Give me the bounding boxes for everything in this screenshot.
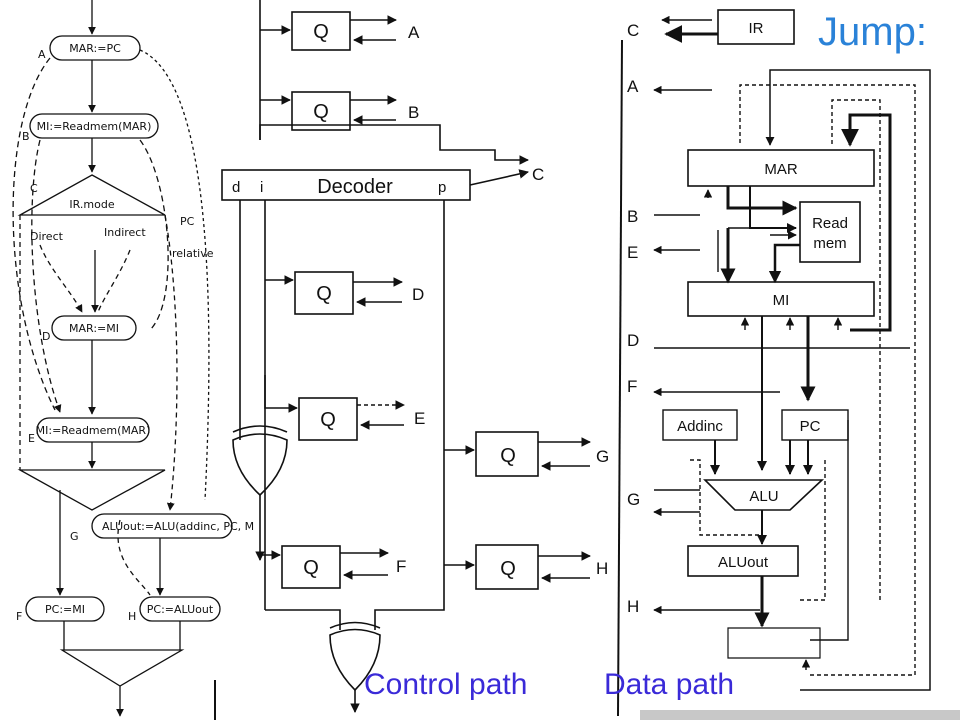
flipflop-a — [291, 11, 351, 51]
mi-text: MI — [773, 292, 790, 309]
read-mem-box — [799, 201, 861, 263]
flow-step-e-text: MI:=Readmem(MAR) — [36, 424, 151, 437]
signal-h: H — [627, 597, 639, 616]
flow-step-b-text: MI:=Readmem(MAR) — [37, 120, 152, 133]
flow-step-d-text: MAR:=MI — [69, 322, 119, 335]
flow-step-a-text: MAR:=PC — [69, 42, 121, 55]
flipflop-b — [291, 91, 351, 131]
aluout-text: ALUout — [718, 554, 769, 571]
flipflop-f-label: F — [396, 557, 406, 576]
mar-box — [687, 149, 875, 187]
flow-step-g — [91, 513, 233, 539]
read-text: Read — [812, 215, 848, 232]
flipflop-h — [475, 544, 539, 590]
caption-control-path: Control path — [364, 668, 528, 701]
branch-relative: relative — [172, 247, 214, 260]
decoder-title: Decoder — [317, 176, 393, 198]
flipflop-a-text: Q — [313, 21, 329, 43]
data-path — [653, 9, 931, 691]
signal-f: F — [627, 377, 637, 396]
flowchart — [12, 0, 233, 717]
caption-data-path: Data path — [604, 668, 735, 701]
decoder-out-d: d — [232, 179, 240, 196]
flipflop-h-label: H — [596, 559, 608, 578]
flipflop-e-text: Q — [320, 409, 336, 431]
alu-text: ALU — [749, 488, 778, 505]
flow-step-a-label: A — [38, 48, 46, 61]
signal-g: G — [627, 490, 640, 509]
xor-gate-1 — [232, 433, 288, 497]
flow-step-g-label: G — [70, 530, 79, 543]
flipflop-g — [475, 431, 539, 477]
flow-step-h-text: PC:=ALUout — [147, 603, 214, 616]
flipflop-h-text: Q — [500, 558, 516, 580]
control-path-text: Q A Q B C d i Decoder p Q D Q E Q G Q F … — [232, 21, 609, 580]
flow-step-f — [25, 596, 105, 622]
data-path-text: C IR A B E D F G H MAR Read mem MI Addin… — [627, 20, 848, 616]
signal-e: E — [627, 243, 638, 262]
decoder-out-p: p — [438, 179, 446, 196]
branch-direct: Direct — [30, 230, 64, 243]
addinc-box — [662, 409, 738, 441]
corner-texture — [640, 710, 960, 720]
ir-text: IR — [749, 20, 764, 37]
signal-d: D — [627, 331, 639, 350]
decoder-out-i: i — [260, 179, 263, 196]
merge-triangle — [17, 469, 166, 511]
flipflop-f-text: Q — [303, 557, 319, 579]
branch-indirect: Indirect — [104, 226, 146, 239]
flow-step-f-label: F — [16, 610, 22, 623]
pc-text: PC — [800, 418, 821, 435]
flipflop-b-label: B — [408, 103, 419, 122]
flipflop-e — [298, 397, 358, 441]
aluout-box — [687, 545, 799, 577]
ir-signal-label: C — [627, 21, 639, 40]
branch-pc: PC — [180, 215, 195, 228]
flow-step-f-text: PC:=MI — [45, 603, 85, 616]
flipflop-d-label: D — [412, 285, 424, 304]
decision-label: C — [30, 182, 38, 195]
signal-a: A — [627, 77, 639, 96]
flow-step-e-label: E — [28, 432, 35, 445]
flipflop-e-label: E — [414, 409, 425, 428]
flow-step-e — [36, 417, 150, 443]
flipflop-b-text: Q — [313, 101, 329, 123]
flow-step-d — [51, 315, 137, 341]
control-path — [221, 0, 591, 713]
decision-text: IR.mode — [69, 198, 114, 211]
flipflop-d — [294, 271, 354, 315]
page-title: Jump: — [818, 10, 927, 54]
decision-triangle — [17, 174, 166, 216]
ir-box — [717, 9, 795, 45]
mi-box — [687, 281, 875, 317]
decoder-out-label: C — [532, 165, 544, 184]
mem-text: mem — [813, 235, 846, 252]
flipflop-f — [281, 545, 341, 589]
flipflop-g-text: Q — [500, 445, 516, 467]
flow-step-h-label: H — [128, 610, 136, 623]
flow-step-b — [29, 113, 159, 139]
flipflop-g-label: G — [596, 447, 609, 466]
xor-gate-2 — [329, 628, 381, 692]
flow-step-b-label: B — [22, 130, 30, 143]
flowchart-text: MAR:=PC A MI:=Readmem(MAR) B C IR.mode D… — [16, 42, 254, 623]
flipflop-a-label: A — [408, 23, 420, 42]
flow-step-a — [49, 35, 141, 61]
mar-text: MAR — [764, 161, 798, 178]
alu-shape — [703, 479, 825, 511]
flipflop-d-text: Q — [316, 283, 332, 305]
final-merge-triangle — [59, 649, 185, 687]
flow-step-d-label: D — [42, 330, 50, 343]
flow-step-g-text: ALUout:=ALU(addinc, PC, M — [102, 520, 254, 533]
addinc-text: Addinc — [677, 418, 723, 435]
signal-b: B — [627, 207, 638, 226]
